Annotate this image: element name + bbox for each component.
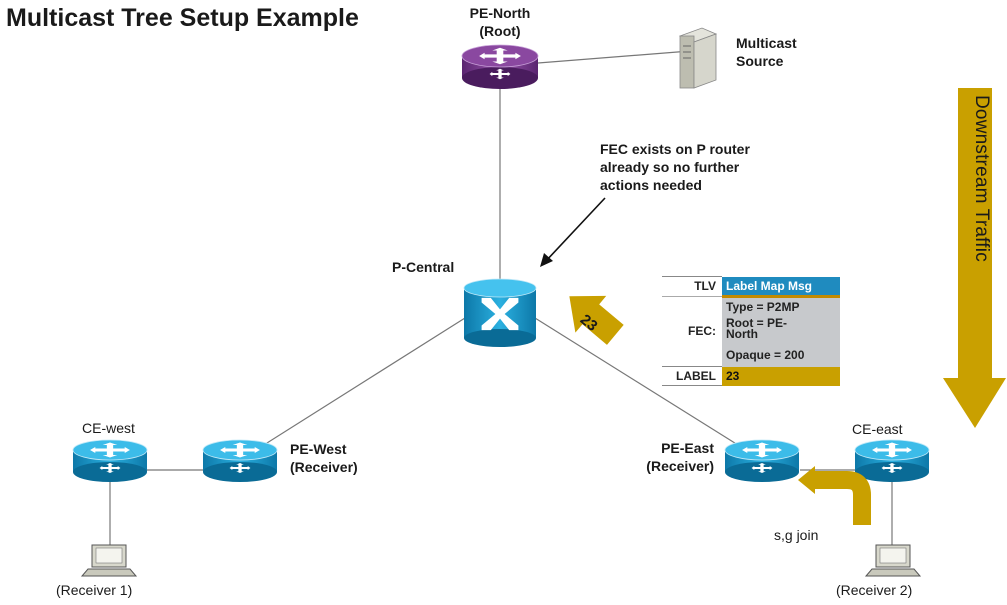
pe-west-label: PE-West(Receiver) [290, 441, 358, 475]
tlv-value: Label Map Msg [722, 276, 840, 298]
pe-north-label: PE-North(Root) [469, 5, 531, 39]
ce-west-label: CE-west [82, 420, 135, 436]
join-label: s,g join [774, 527, 819, 543]
p-central-switch-icon[interactable] [463, 278, 537, 347]
receiver2-label: (Receiver 2) [836, 582, 913, 598]
pe-east-label: PE-East(Receiver) [646, 440, 714, 474]
join-arrow [798, 466, 871, 525]
link-central-west [239, 317, 466, 461]
ce-west-router-icon[interactable] [72, 439, 148, 482]
label-23-arrow [569, 295, 624, 345]
page-title: Multicast Tree Setup Example [6, 4, 359, 32]
server-icon [678, 27, 718, 89]
fec-root: Root = PE-North [722, 315, 840, 342]
pe-east-router-icon[interactable] [724, 439, 800, 482]
fec-type: Type = P2MP [722, 296, 840, 316]
receiver2-pc-icon[interactable] [864, 544, 922, 577]
receiver1-label: (Receiver 1) [56, 582, 133, 598]
pe-west-router-icon[interactable] [202, 439, 278, 482]
tlv-key: TLV [662, 276, 722, 296]
fec-opaque: Opaque = 200 [722, 341, 840, 367]
pe-north-router-icon[interactable] [461, 44, 539, 89]
link-central-east [534, 317, 763, 461]
ce-east-label: CE-east [852, 421, 903, 437]
annotation-arrow [540, 197, 606, 267]
ce-east-router-icon[interactable] [854, 439, 930, 482]
receiver1-pc-icon[interactable] [80, 544, 138, 577]
fec-key: FEC: [662, 295, 722, 367]
downstream-traffic-label: Downstream Traffic [971, 95, 992, 262]
downstream-traffic-arrow [943, 88, 1006, 428]
p-central-label: P-Central [392, 259, 455, 275]
label-key: LABEL [662, 366, 722, 386]
label-map-message-table: TLV Label Map Msg FEC: Type = P2MP Root … [662, 276, 840, 386]
label-value: 23 [722, 366, 840, 386]
